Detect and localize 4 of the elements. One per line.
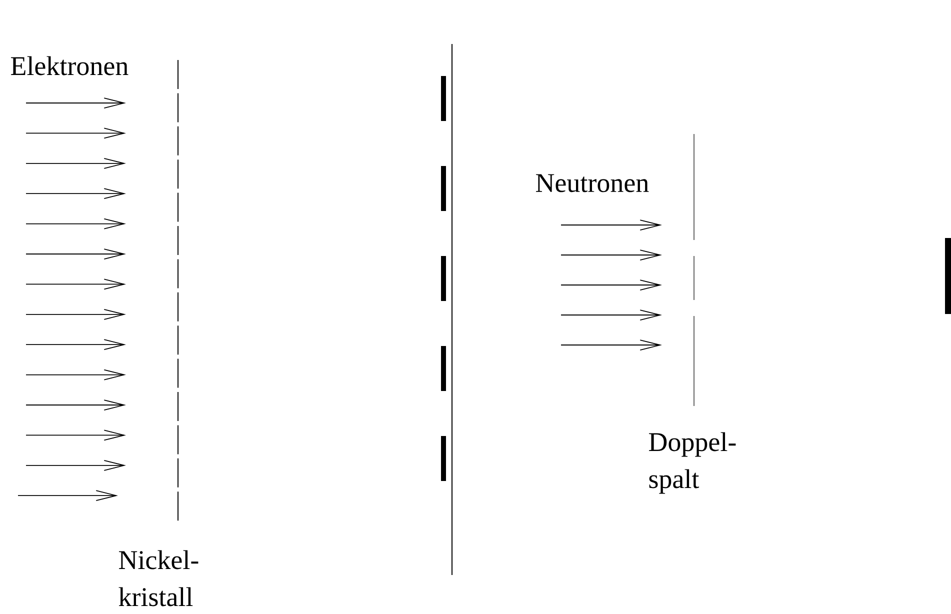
label: Nickel- kristall	[118, 550, 198, 606]
label: Neutronen	[536, 174, 649, 192]
label: Elektronen	[10, 56, 128, 76]
label: Doppel- spalt	[649, 432, 736, 494]
